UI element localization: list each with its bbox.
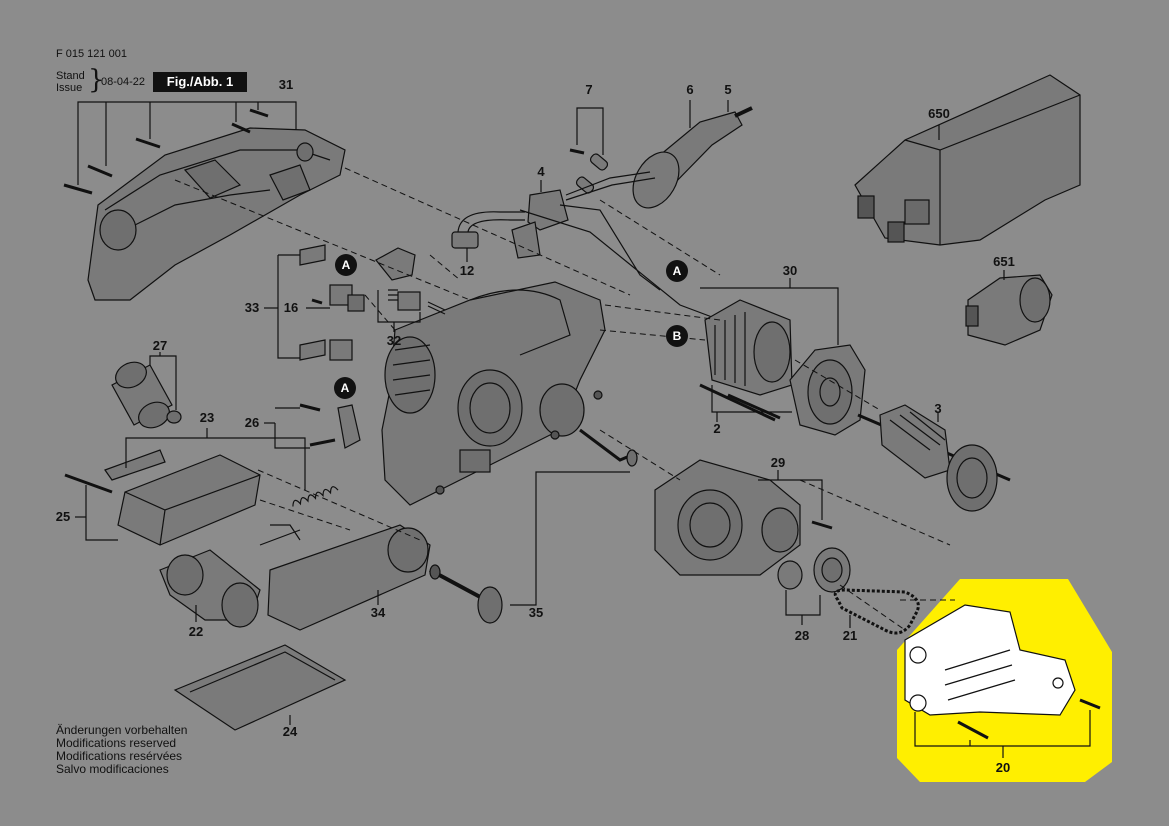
- part-23-tension-plate: [104, 428, 306, 546]
- main-motor-housing: [381, 281, 606, 506]
- part-label-32: 32: [386, 333, 402, 348]
- part-27-roller: [111, 352, 182, 429]
- note-spanish: Salvo modificaciones: [56, 762, 169, 776]
- part-21-toothed-belt: [833, 588, 920, 635]
- brace-symbol: }: [88, 65, 105, 95]
- part-label-650: 650: [928, 106, 950, 121]
- part-28-gears: [777, 547, 851, 625]
- stand-label: Stand: [56, 70, 85, 82]
- part-31-screws: [63, 101, 297, 195]
- part-label-4: 4: [537, 164, 545, 179]
- part-label-25: 25: [55, 509, 71, 524]
- part-label-34: 34: [370, 605, 386, 620]
- part-label-35: 35: [528, 605, 544, 620]
- issue-label: Issue: [56, 82, 83, 94]
- note-french: Modifications resérvées: [56, 749, 183, 763]
- part-2-screws: [699, 383, 792, 422]
- part-label-21: 21: [842, 628, 858, 643]
- part-22-front-roller: [159, 549, 261, 628]
- part-29-gear-housing: [654, 459, 833, 576]
- part-label-23: 23: [199, 410, 215, 425]
- part-label-29: 29: [770, 455, 786, 470]
- part-label-16: 16: [283, 300, 299, 315]
- part-label-3: 3: [934, 401, 942, 416]
- part-label-28: 28: [794, 628, 810, 643]
- document-number: F 015 121 001: [56, 48, 127, 60]
- note-english: Modifications reserved: [56, 736, 177, 750]
- tension-spring: [292, 486, 339, 507]
- reference-marker-a-upper: A: [335, 254, 357, 276]
- part-label-31: 31: [278, 77, 294, 92]
- part-label-30: 30: [782, 263, 798, 278]
- note-german: Änderungen vorbehalten: [56, 723, 188, 737]
- part-34-belt-frame: [259, 524, 431, 631]
- part-651-dust-adapter: [965, 270, 1053, 346]
- part-3-armature: [857, 404, 1011, 512]
- part-label-20: 20: [995, 760, 1011, 775]
- reference-marker-b-motor: B: [666, 325, 688, 347]
- issue-date: 08-04-22: [101, 76, 146, 88]
- part-30-leader: [700, 287, 839, 345]
- reference-marker-a-motor: A: [666, 260, 688, 282]
- reference-marker-a-lower: A: [334, 377, 356, 399]
- part-label-33: 33: [244, 300, 260, 315]
- part-label-6: 6: [686, 82, 694, 97]
- part-25-screw: [64, 473, 118, 541]
- part-label-5: 5: [724, 82, 732, 97]
- part-32-carbon-brushes: [375, 247, 446, 332]
- part-label-26: 26: [244, 415, 260, 430]
- part-label-22: 22: [188, 624, 204, 639]
- part-35-drive-shaft: [429, 428, 638, 624]
- part-6-cable-grommet: [632, 100, 743, 209]
- part-label-12: 12: [459, 263, 475, 278]
- part-label-7: 7: [585, 82, 593, 97]
- part-label-27: 27: [152, 338, 168, 353]
- part-30-field-coil: [704, 299, 793, 396]
- part-30-fan-shroud: [789, 344, 866, 436]
- part-16-brush-parts: [306, 284, 365, 361]
- part-7-screws-and-clamp: [569, 107, 609, 194]
- part-26-lever: [264, 403, 361, 449]
- exploded-view-guide-lines: [174, 167, 955, 631]
- modifications-note: Änderungen vorbehalten Modifications res…: [56, 724, 187, 776]
- part-label-24: 24: [282, 724, 298, 739]
- figure-badge: Fig./Abb. 1: [153, 72, 247, 92]
- part-31-housing-cover: [87, 127, 346, 301]
- part-label-2: 2: [713, 421, 721, 436]
- part-5-power-cable: [565, 100, 753, 201]
- part-12-capacitor: [451, 211, 525, 262]
- part-650-dust-bag: [854, 74, 1081, 246]
- part-24-base-plate: [173, 644, 347, 731]
- part-label-651: 651: [993, 254, 1015, 269]
- part-33-brush-holders: [264, 244, 326, 361]
- part-20-belt-cover: [904, 604, 1101, 758]
